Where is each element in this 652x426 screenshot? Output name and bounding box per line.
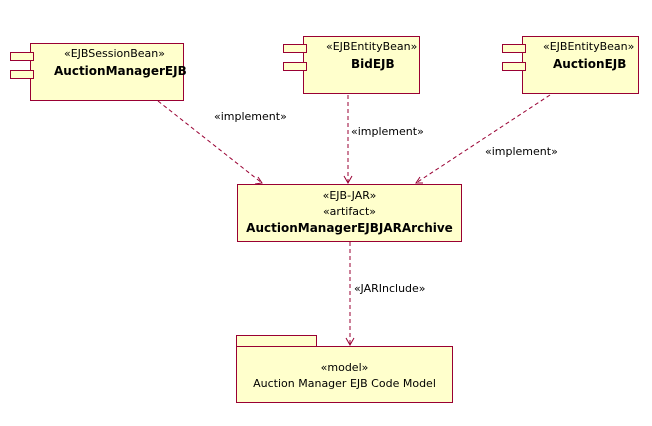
component-body bbox=[522, 36, 639, 94]
artifact-stereotype-ejbjar: «EJB-JAR» bbox=[322, 189, 377, 202]
component-port-icon bbox=[502, 44, 526, 53]
component-name: AuctionEJB bbox=[553, 57, 627, 71]
implement-label-auctionmanager: «implement» bbox=[214, 110, 287, 123]
package-name: Auction Manager EJB Code Model bbox=[253, 377, 436, 390]
component-name: AuctionManagerEJB bbox=[54, 64, 187, 78]
component-port-icon bbox=[283, 62, 307, 71]
artifact-auctionmanagerejbjararchive[interactable]: «EJB-JAR» «artifact» AuctionManagerEJBJA… bbox=[237, 184, 462, 242]
component-body bbox=[30, 43, 184, 101]
component-port-icon bbox=[10, 52, 34, 61]
component-body bbox=[303, 36, 420, 94]
component-stereotype: «EJBEntityBean» bbox=[543, 40, 635, 53]
implement-label-bid: «implement» bbox=[351, 125, 424, 138]
implement-edge-auction bbox=[415, 94, 551, 184]
implement-edge-auctionmanager bbox=[157, 100, 263, 185]
jarinclude-edge bbox=[345, 242, 355, 347]
component-port-icon bbox=[502, 62, 526, 71]
component-port-icon bbox=[10, 70, 34, 79]
package-body: «model» Auction Manager EJB Code Model bbox=[236, 346, 453, 403]
component-port-icon bbox=[283, 44, 307, 53]
implement-label-auction: «implement» bbox=[485, 145, 558, 158]
component-stereotype: «EJBEntityBean» bbox=[326, 40, 418, 53]
artifact-stereotype-artifact: «artifact» bbox=[322, 205, 377, 218]
implement-edge-bid bbox=[343, 95, 353, 185]
jarinclude-label: «JARInclude» bbox=[354, 282, 426, 295]
package-stereotype: «model» bbox=[320, 361, 369, 374]
artifact-name: AuctionManagerEJBJARArchive bbox=[246, 221, 453, 235]
component-name: BidEJB bbox=[351, 57, 395, 71]
component-stereotype: «EJBSessionBean» bbox=[64, 47, 166, 60]
